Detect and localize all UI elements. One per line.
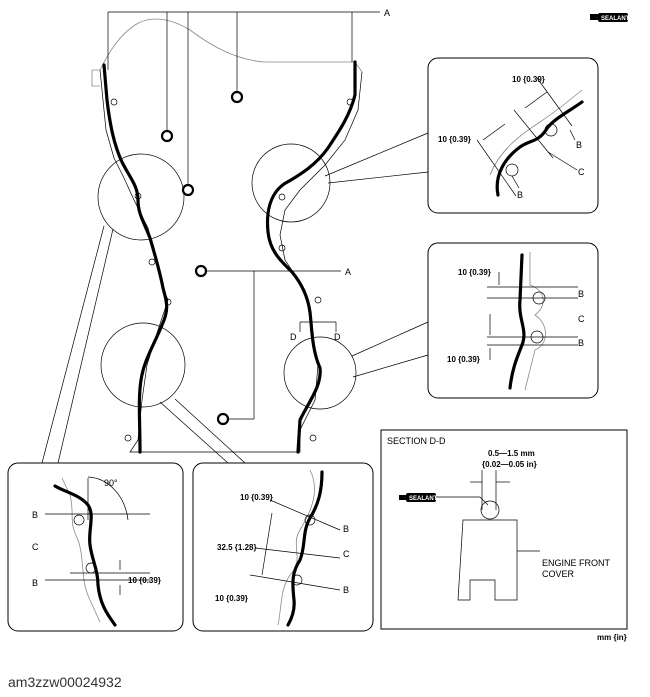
hole-3 [181,183,195,197]
circle-lower-right [283,336,357,410]
circle-upper-right [251,143,331,223]
label-b-2: B [517,190,523,200]
label-b-6: B [32,578,38,588]
dim-10-bm-bottom: 10 {0.39} [215,594,248,603]
section-marker-dd: D D [290,321,341,342]
hole-2 [160,129,174,143]
main-sealant-bead [102,60,357,454]
label-b-3: B [578,289,584,299]
dim-10-left: 10 {0.39} [438,135,471,144]
dim-10-mid-top: 10 {0.39} [458,268,491,277]
sealant-tube-label-top: SEALANT [601,16,630,22]
label-d-left: D [290,332,297,342]
engine-cover-1: ENGINE FRONT [542,558,611,568]
sealant-tube-icon-section: SEALANT [399,493,438,502]
dim-10-bottom-left: 10 {0.39} [128,576,161,585]
label-c-1: C [578,167,585,177]
label-c-2: C [578,314,585,324]
label-a-top: A [384,8,390,18]
label-c-4: C [343,549,350,559]
detail-box-top-right: 10 {0.39} 10 {0.39} B C B [427,57,599,214]
label-c-3: C [32,542,39,552]
leader-a-mid: A [206,267,351,420]
angle-90: 90° [104,478,118,488]
hole-5 [216,412,230,426]
dim-10-bm-top: 10 {0.39} [240,493,273,502]
sealant-tube-label-section: SEALANT [409,496,438,502]
sealant-bead-section [480,500,500,520]
label-b-1: B [576,140,582,150]
label-b-4: B [578,338,584,348]
figure-caption: am3zzw00024932 [8,674,122,690]
dim-32-5: 32.5 {1.28} [217,543,257,552]
label-b-8: B [343,585,349,595]
circle-lower-left [100,322,186,408]
gap-in: {0.02—0.05 in} [482,460,537,469]
hole-4 [194,264,208,278]
leader-a-top: A [107,8,390,185]
detail-circles [97,143,357,410]
gap-mm: 0.5—1.5 mm [488,449,535,458]
label-b-5: B [32,510,38,520]
detail-box-bottom-left: 90° B C B 10 {0.39} [7,462,184,632]
sealant-tube-icon-top: SEALANT [590,13,630,22]
dim-10-mid-bottom: 10 {0.39} [447,355,480,364]
units-label: mm {in} [597,633,627,642]
label-a-mid: A [345,267,351,277]
detail-box-bottom-middle: 10 {0.39} 32.5 {1.28} 10 {0.39} B C B [192,462,374,632]
section-dd-box: SECTION D-D 0.5—1.5 mm {0.02—0.05 in} EN… [380,429,628,630]
detail-leaders [41,132,429,464]
label-b-7: B [343,524,349,534]
engine-cover-2: COVER [542,569,575,579]
label-d-right: D [334,332,341,342]
detail-box-middle-right: 10 {0.39} 10 {0.39} B C B [427,242,599,399]
dim-10-top: 10 {0.39} [512,75,545,84]
hole-1 [230,90,244,104]
engine-front-cover-outline [91,18,363,453]
section-title: SECTION D-D [387,436,446,446]
circle-upper-left [97,153,185,241]
